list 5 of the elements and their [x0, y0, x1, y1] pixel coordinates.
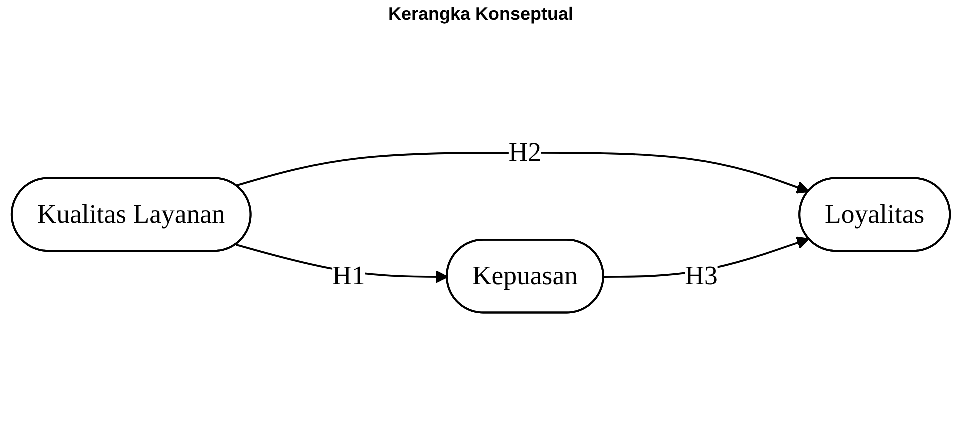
edge-label: H2	[508, 138, 542, 168]
arrow	[236, 152, 810, 194]
diagram-title: Kerangka Konseptual	[387, 4, 575, 25]
edge-label: H3	[685, 260, 718, 291]
edge-label: H1	[332, 260, 366, 291]
